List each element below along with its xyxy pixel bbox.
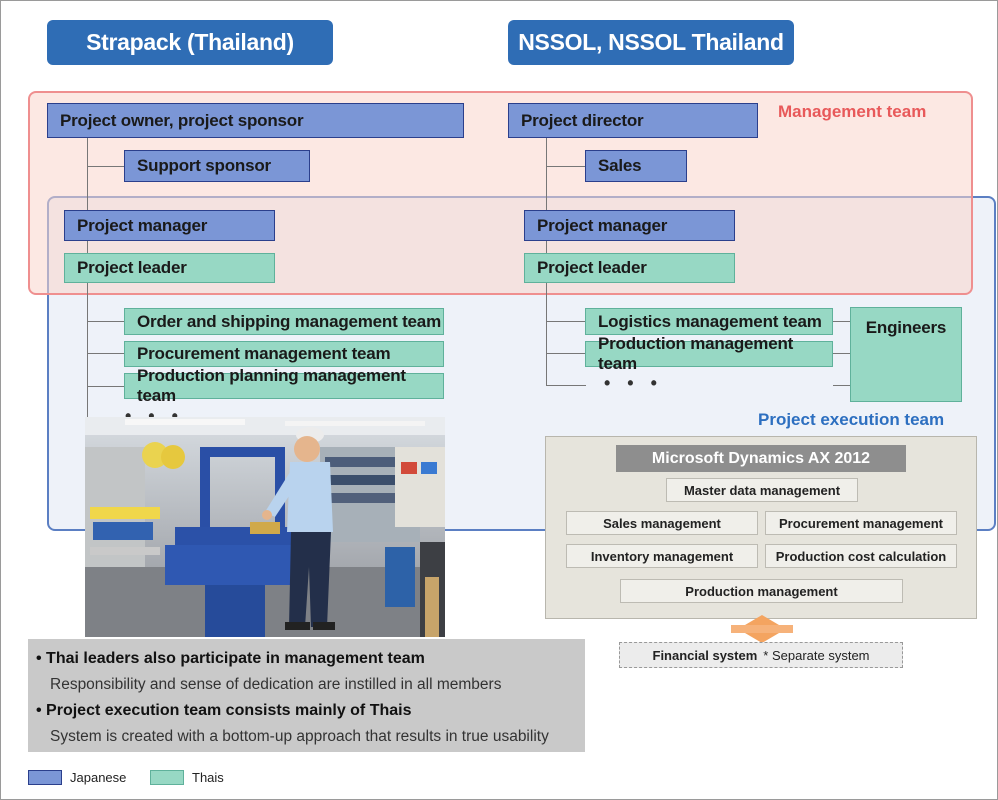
order-shipping-team-box: Order and shipping management team: [124, 308, 444, 335]
procurement-team-box: Procurement management team: [124, 341, 444, 367]
sales-module: Sales management: [566, 511, 758, 535]
legend-thais-label: Thais: [192, 770, 224, 785]
financial-system-note: * Separate system: [763, 647, 870, 663]
financial-system-label: Financial system: [652, 647, 758, 663]
production-team-box: Production management team: [585, 334, 833, 373]
cost-calculation-module: Production cost calculation: [765, 544, 957, 568]
engineers-connector-2: [833, 353, 850, 354]
execution-team-label: Project execution team: [758, 410, 945, 429]
procurement-module: Procurement management: [765, 511, 957, 535]
header-strapack: Strapack (Thailand): [47, 20, 333, 65]
production-module: Production management: [620, 579, 903, 603]
right-more-dots: • • •: [604, 373, 663, 393]
right-sales-connector: [546, 166, 585, 167]
engineers-box: Engineers: [850, 307, 962, 402]
notes-box: [28, 639, 585, 752]
production-planning-team-box: Production planning management team: [124, 366, 444, 405]
sales-box: Sales: [585, 150, 687, 182]
right-project-manager-box: Project manager: [524, 210, 735, 241]
dynamics-title: Microsoft Dynamics AX 2012: [616, 445, 906, 472]
logistics-team-box: Logistics management team: [585, 308, 833, 335]
right-team2-connector: [546, 353, 585, 354]
right-project-leader-box: Project leader: [524, 253, 735, 283]
left-team2-connector: [87, 353, 124, 354]
warehouse-photo: [85, 417, 445, 637]
header-nssol: NSSOL, NSSOL Thailand: [508, 20, 794, 65]
left-support-connector: [87, 166, 124, 167]
support-sponsor-box: Support sponsor: [124, 150, 310, 182]
right-team1-connector: [546, 321, 585, 322]
left-project-manager-box: Project manager: [64, 210, 275, 241]
legend-thais-swatch: [150, 770, 184, 785]
legend-japanese-swatch: [28, 770, 62, 785]
management-team-label: Management team: [778, 102, 927, 121]
engineers-connector-1: [833, 321, 850, 322]
project-director-box: Project director: [508, 103, 758, 138]
engineers-connector-3: [833, 385, 850, 386]
project-owner-box: Project owner, project sponsor: [47, 103, 464, 138]
left-team3-connector: [87, 386, 124, 387]
note-1-text: Responsibility and sense of dedication a…: [50, 676, 502, 693]
note-2-heading: • Project execution team consists mainly…: [36, 702, 412, 719]
note-2-text: System is created with a bottom-up appro…: [50, 728, 549, 745]
left-project-leader-box: Project leader: [64, 253, 275, 283]
right-more-connector: [546, 385, 586, 386]
legend-japanese-label: Japanese: [70, 770, 127, 785]
left-team1-connector: [87, 321, 124, 322]
note-1-heading: • Thai leaders also participate in manag…: [36, 650, 425, 667]
master-data-module: Master data management: [666, 478, 858, 502]
inventory-module: Inventory management: [566, 544, 758, 568]
double-arrow-icon: [731, 615, 793, 643]
financial-system-box: Financial system * Separate system: [619, 642, 903, 668]
